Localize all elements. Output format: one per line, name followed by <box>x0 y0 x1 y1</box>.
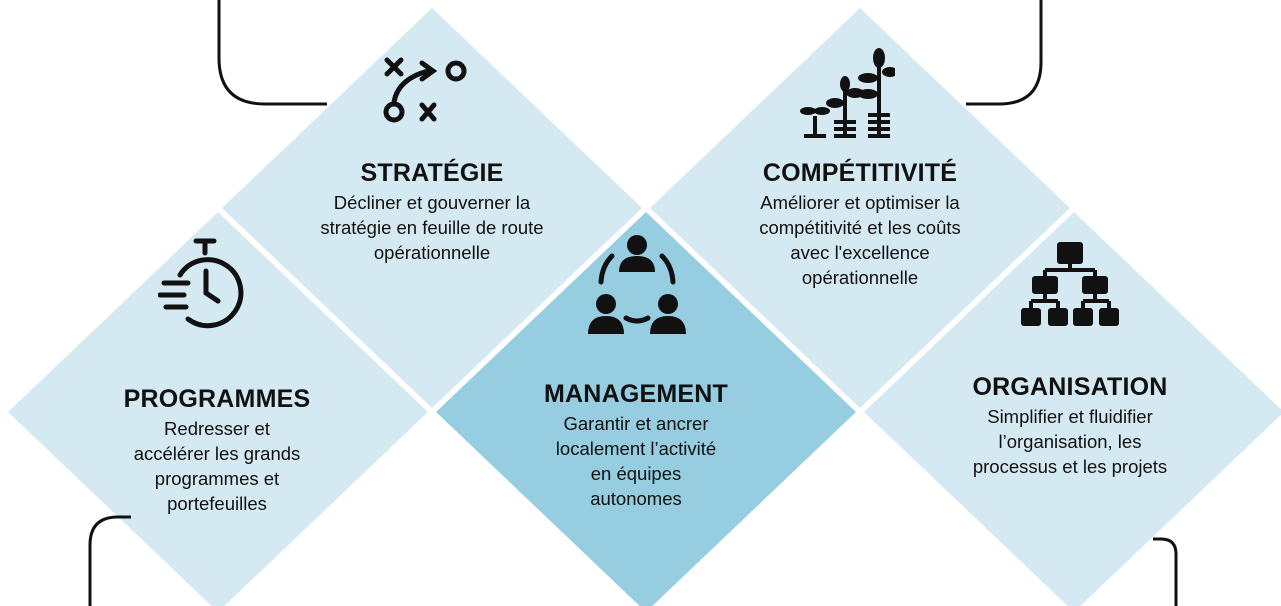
strategy-play-icon <box>383 57 467 123</box>
tile-competitivite: COMPÉTITIVITÉ Améliorer et optimiser la … <box>705 158 1015 290</box>
connector-top-left <box>217 0 327 106</box>
stopwatch-icon <box>158 238 244 329</box>
tile-management-title: MANAGEMENT <box>544 380 728 408</box>
tile-programmes: PROGRAMMES Redresser et accélérer les gr… <box>77 384 357 516</box>
team-circle-icon <box>588 235 686 334</box>
connector-bottom-right <box>1153 537 1178 606</box>
tile-strategie-title: STRATÉGIE <box>360 159 504 187</box>
tile-strategie-description: Décliner et gouverner la stratégie en fe… <box>320 192 544 263</box>
tile-management-description: Garantir et ancrer localement l’activité… <box>555 413 717 509</box>
tile-competitivite-description: Améliorer et optimiser la compétitivité … <box>759 192 961 288</box>
connector-top-right <box>966 0 1043 106</box>
growing-plants-icon <box>800 48 895 138</box>
tile-programmes-title: PROGRAMMES <box>123 385 311 413</box>
connector-bottom-left <box>88 515 131 606</box>
tile-organisation: ORGANISATION Simplifier et fluidifier l’… <box>935 372 1205 479</box>
tile-programmes-description: Redresser et accélérer les grands progra… <box>133 418 301 514</box>
org-chart-icon <box>1021 242 1119 326</box>
tile-organisation-description: Simplifier et fluidifier l’organisation,… <box>972 406 1168 477</box>
tile-competitivite-title: COMPÉTITIVITÉ <box>762 159 958 187</box>
tile-strategie: STRATÉGIE Décliner et gouverner la strat… <box>282 158 582 265</box>
tile-management: MANAGEMENT Garantir et ancrer localement… <box>496 379 776 511</box>
tile-organisation-title: ORGANISATION <box>972 373 1168 401</box>
